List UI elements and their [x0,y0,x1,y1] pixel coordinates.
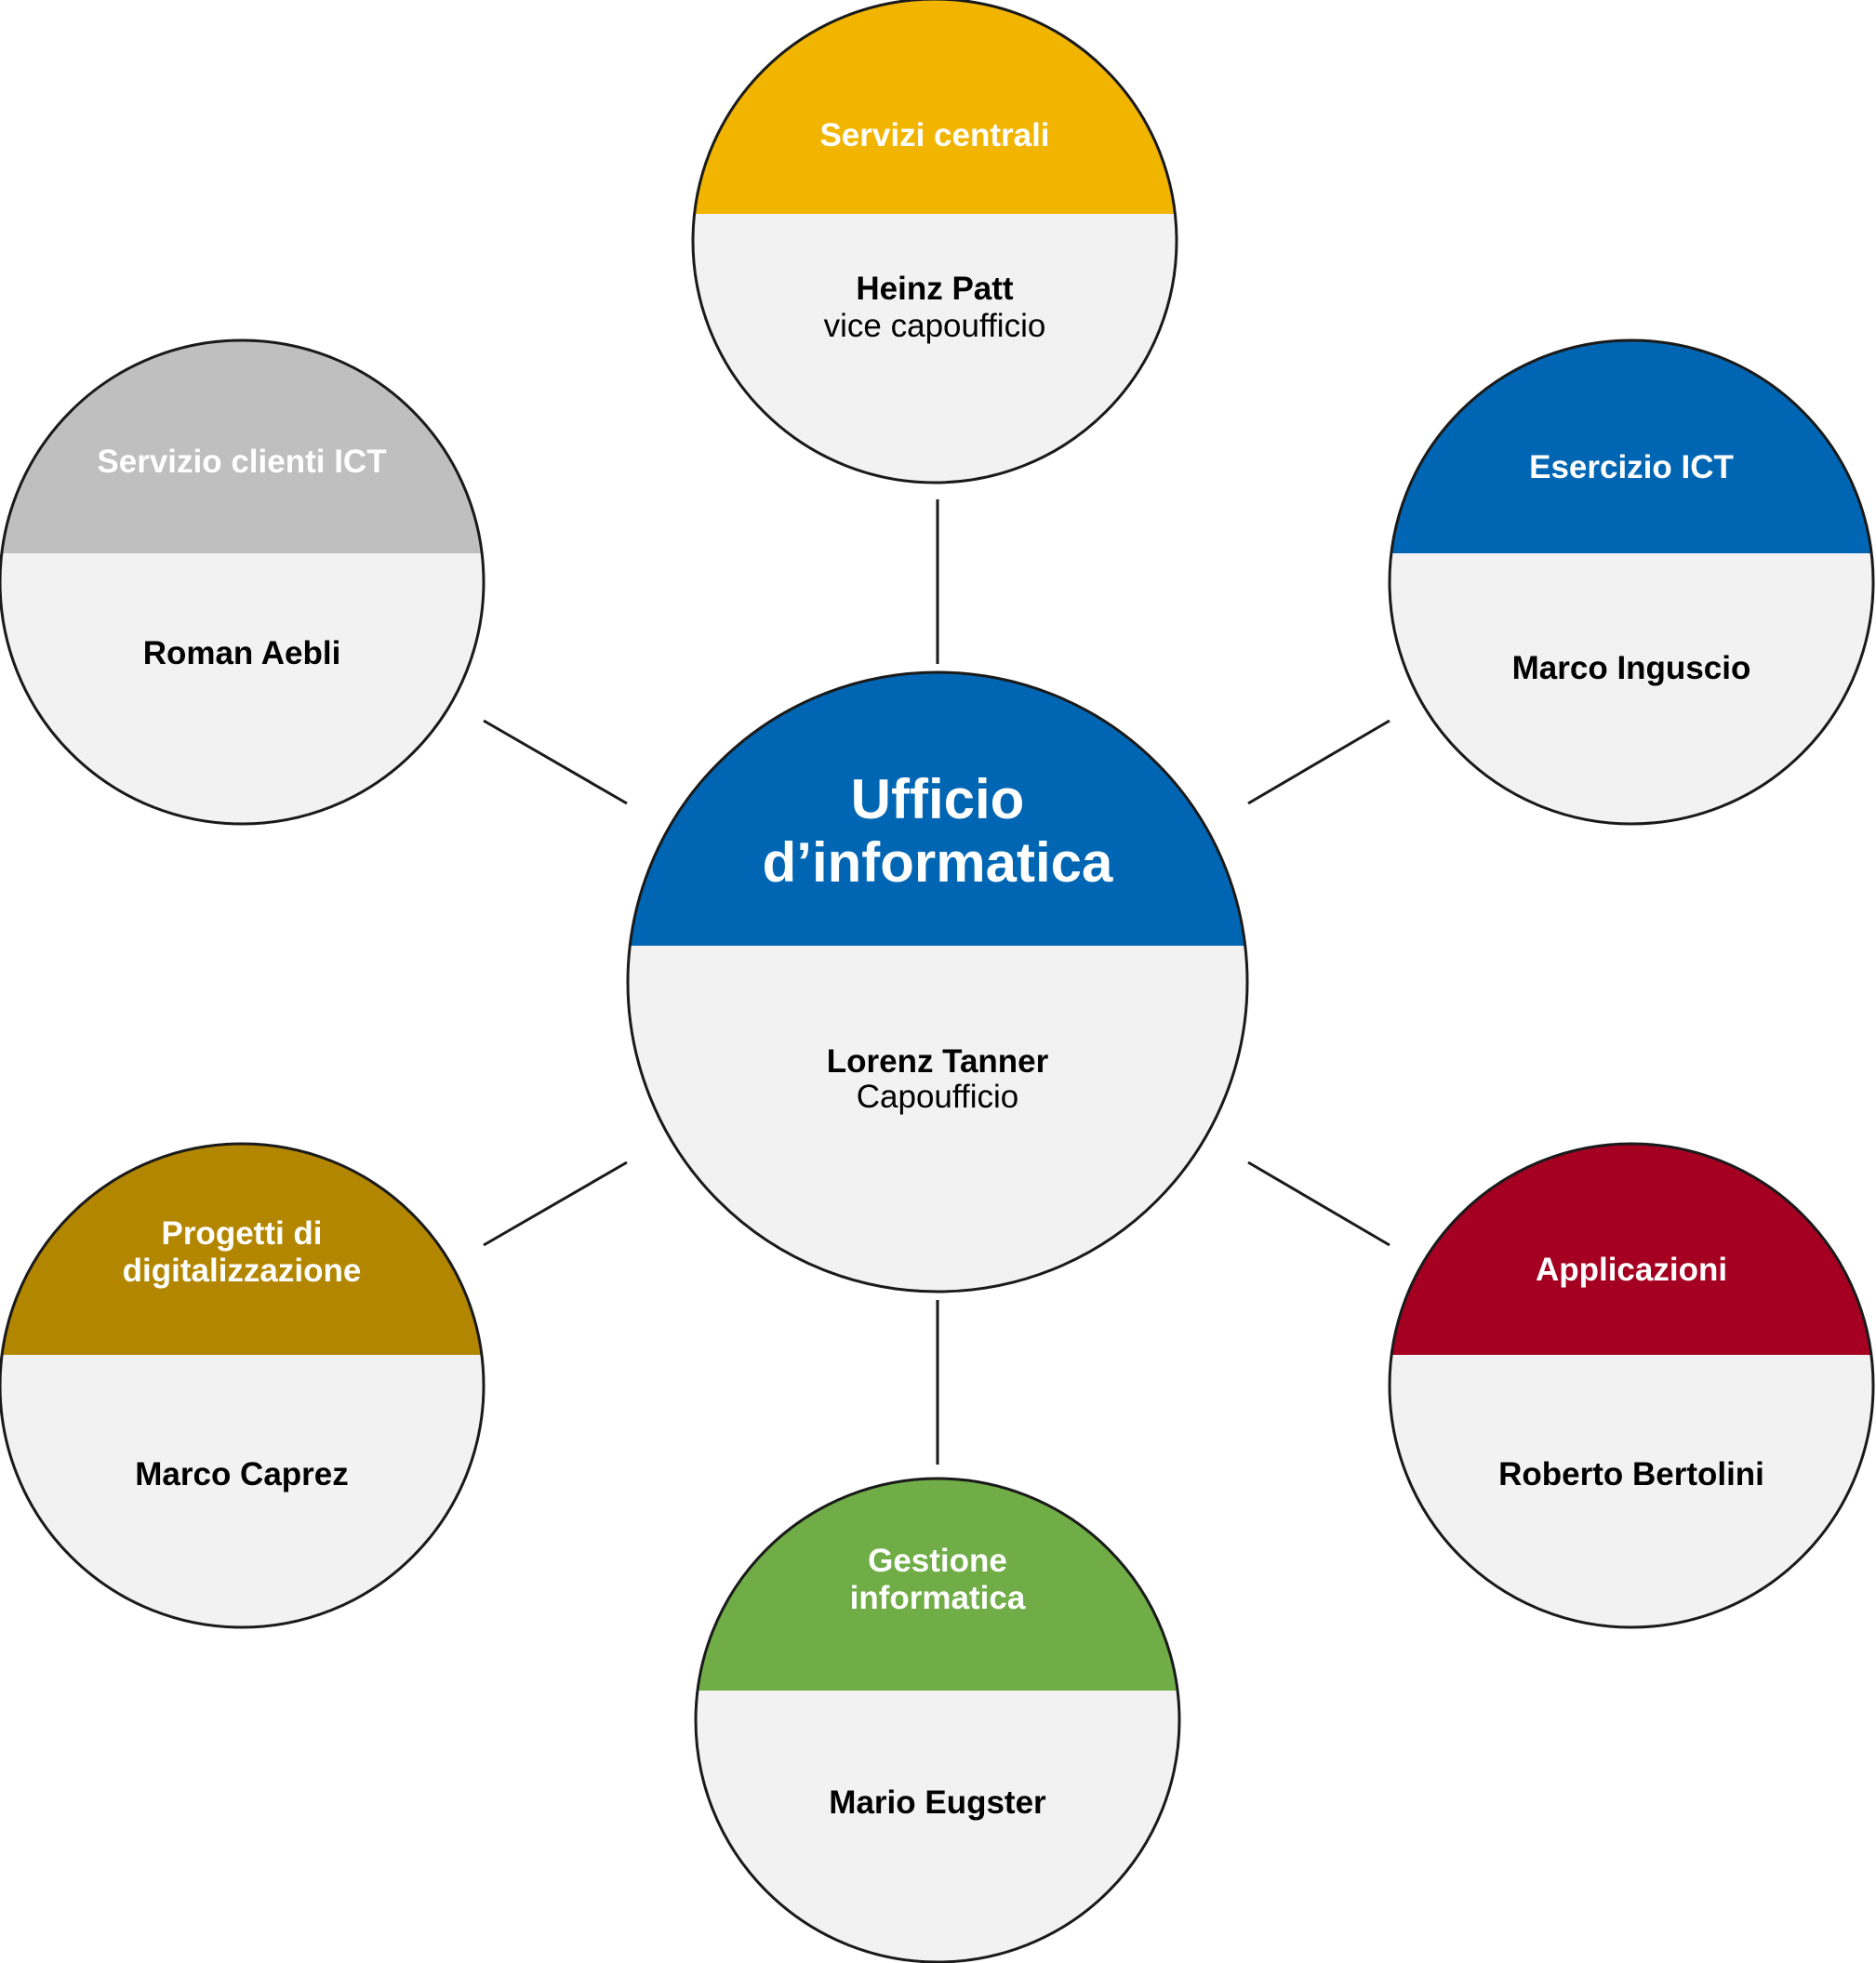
unit-head-name: Roberto Bertolini [1498,1456,1764,1492]
unit-title-line: Ufficio [851,768,1025,830]
unit-title-line: d’informatica [763,831,1113,894]
unit-head-name: Heinz Patt [856,271,1014,307]
unit-title-line: Progetti di [161,1215,322,1252]
unit-outline [691,0,1178,484]
unit-title-line: Applicazioni [1536,1252,1727,1288]
unit-head-name: Marco Inguscio [1512,650,1751,686]
unit-head-role: Capoufficio [857,1079,1018,1115]
unit-header [1390,1144,1873,1355]
unit-head-name: Mario Eugster [829,1784,1046,1821]
unit-head-name: Marco Caprez [135,1456,349,1492]
unit-title-line: Servizi centrali [819,117,1049,153]
connector-applicazioni [1247,1161,1390,1247]
unit-title-line: Servizio clienti ICT [97,444,386,480]
connector-esercizio-ict [1247,719,1390,805]
unit-title-line: digitalizzazione [123,1253,362,1289]
unit-servizio-clienti-ict: Servizio clienti ICT Roman Aebli [0,338,486,826]
unit-outline [626,670,1249,1293]
unit-head-name: Roman Aebli [143,635,341,671]
unit-outline [0,1142,486,1629]
unit-title-line: Gestione [868,1543,1007,1579]
unit-head-name: Lorenz Tanner [827,1043,1049,1080]
unit-outline [694,1477,1181,1963]
unit-esercizio-ict: Esercizio ICT Marco Inguscio [1388,338,1875,826]
unit-title-line: informatica [850,1580,1026,1616]
unit-outline [1388,1142,1875,1629]
connector-progetti-digitalizzazione [483,1161,628,1247]
unit-outline [1388,338,1875,826]
unit-title-line: Esercizio ICT [1529,449,1734,485]
unit-header [1390,340,1873,553]
unit-header [693,0,1177,214]
unit-head-role: vice capoufficio [824,308,1046,344]
connector-lines [483,499,1390,1465]
unit-outline [0,338,486,826]
connector-servizio-clienti-ict [483,719,628,805]
